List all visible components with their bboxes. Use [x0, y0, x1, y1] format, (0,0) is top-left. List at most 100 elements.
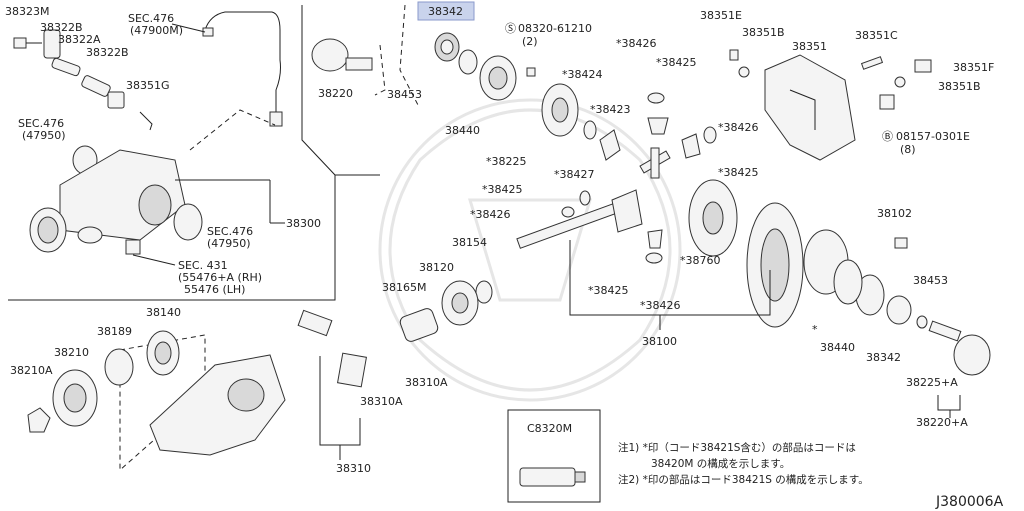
case-38424-shape [541, 83, 579, 137]
bolt-symbol: Ⓢ [505, 22, 516, 35]
label-55476A: (55476+A (RH) [178, 271, 262, 284]
label-38322A[interactable]: 38322A [58, 33, 101, 46]
bearing-38120-shape [441, 280, 479, 326]
label-38322B-a[interactable]: 38322B [40, 21, 83, 34]
label-38300[interactable]: 38300 [286, 217, 321, 230]
label-08157-qty: (8) [900, 143, 916, 156]
label-38453-top[interactable]: 38453 [387, 88, 422, 101]
washer-38426-shape-e [645, 252, 663, 264]
label-38225A[interactable]: 38225+A [906, 376, 958, 389]
label-47950-a: (47950) [22, 129, 66, 142]
label-38342-r[interactable]: 38342 [866, 351, 901, 364]
label-sec476-c[interactable]: SEC.476 [207, 225, 253, 238]
shaft-38427-shape [639, 147, 671, 179]
bearing-38140-shape [146, 330, 180, 376]
label-38425-c[interactable]: *38425 [718, 166, 759, 179]
label-38342-top[interactable]: 38342 [428, 5, 463, 18]
label-08320[interactable]: 08320-61210 [518, 22, 592, 35]
label-38140[interactable]: 38140 [146, 306, 181, 319]
label-38351E[interactable]: 38351E [700, 9, 742, 22]
harness-47900M-shape [202, 11, 283, 127]
spacer-38189-shape [104, 348, 134, 386]
spacer-38165M-shape [399, 308, 439, 342]
label-38423[interactable]: *38423 [590, 103, 631, 116]
highlight-38342[interactable] [417, 1, 475, 21]
bolt-symbol-b: Ⓑ [882, 130, 893, 143]
pinion-38425-shape [579, 190, 591, 206]
label-38425-b[interactable]: *38425 [482, 183, 523, 196]
bushing-38322A-shape [51, 57, 81, 77]
gear-38423-shape [599, 129, 621, 161]
label-55476: 55476 (LH) [184, 283, 245, 296]
label-38154[interactable]: 38154 [452, 236, 487, 249]
label-38425-d[interactable]: *38425 [588, 284, 629, 297]
diagram-code: J380006A [935, 494, 1004, 510]
label-38323M[interactable]: 38323M [5, 5, 49, 18]
label-38351B-a[interactable]: 38351B [742, 26, 785, 39]
bolt-08320-shape [526, 67, 536, 77]
label-08157[interactable]: 08157-0301E [896, 130, 970, 143]
bushing-38322B-shape [81, 75, 111, 97]
label-38760[interactable]: *38760 [680, 254, 721, 267]
washer-38154-shape [475, 280, 493, 304]
label-38426-d[interactable]: *38426 [640, 299, 681, 312]
note-2: 注2) *印の部品はコード38421S の構成を示します。 [618, 473, 869, 486]
label-38220A[interactable]: 38220+A [916, 416, 968, 429]
bolt-08157-shape [879, 94, 895, 110]
spacer-38453-shape [458, 49, 478, 75]
label-38426-c[interactable]: *38426 [718, 121, 759, 134]
label-C8320M[interactable]: C8320M [527, 422, 572, 435]
label-38322B-b[interactable]: 38322B [86, 46, 129, 59]
label-sec476-a[interactable]: SEC.476 [128, 12, 174, 25]
c8320m-box [507, 409, 601, 503]
label-38220[interactable]: 38220 [318, 87, 353, 100]
label-38210A[interactable]: 38210A [10, 364, 53, 377]
label-38310A-b[interactable]: 38310A [360, 395, 403, 408]
label-sec431[interactable]: SEC. 431 [178, 259, 228, 272]
label-38210[interactable]: 38210 [54, 346, 89, 359]
label-38440-r[interactable]: 38440 [820, 341, 855, 354]
label-38189[interactable]: 38189 [97, 325, 132, 338]
label-38310A-a[interactable]: 38310A [405, 376, 448, 389]
label-47900M: (47900M) [130, 24, 183, 37]
label-38351G[interactable]: 38351G [126, 79, 170, 92]
cover-38351-shape [764, 54, 856, 161]
label-38165M[interactable]: 38165M [382, 281, 426, 294]
label-38225[interactable]: *38225 [486, 155, 527, 168]
flange-38220-shape [311, 38, 373, 72]
label-38351[interactable]: 38351 [792, 40, 827, 53]
diff-assembly-38300-shape [29, 145, 203, 255]
washer-38225-shape [583, 120, 597, 140]
nut-38210A-shape [27, 407, 51, 433]
asterisk-mark: * [812, 323, 818, 336]
clip-38322B-shape [43, 29, 61, 59]
label-38424[interactable]: *38424 [562, 68, 603, 81]
bearing-38210-shape [52, 369, 98, 427]
bolt-38351C-shape [860, 56, 884, 70]
label-38100[interactable]: 38100 [642, 335, 677, 348]
label-38426-b[interactable]: *38426 [470, 208, 511, 221]
label-38425-a[interactable]: *38425 [656, 56, 697, 69]
note-1b: 38420M の構成を示します。 [651, 457, 790, 470]
label-08320-qty: (2) [522, 35, 538, 48]
label-38120[interactable]: 38120 [419, 261, 454, 274]
label-38426-a[interactable]: *38426 [616, 37, 657, 50]
label-38351C[interactable]: 38351C [855, 29, 898, 42]
label-sec476-b[interactable]: SEC.476 [18, 117, 64, 130]
label-47950-b: (47950) [207, 237, 251, 250]
label-38351B-b[interactable]: 38351B [938, 80, 981, 93]
bearing-38440-shape [479, 55, 517, 101]
watermark [378, 98, 682, 402]
label-38351F[interactable]: 38351F [953, 61, 994, 74]
fitting-38351G-shape [107, 91, 153, 131]
label-38453-r[interactable]: 38453 [913, 274, 948, 287]
label-38310[interactable]: 38310 [336, 462, 371, 475]
label-38102[interactable]: 38102 [877, 207, 912, 220]
washer-38426-shape-b [703, 126, 717, 144]
washer-38426-shape-d [561, 206, 575, 218]
ring-gear-38760-shape [688, 179, 804, 328]
label-38440-top[interactable]: 38440 [445, 124, 480, 137]
bolt-38351E-shape [729, 49, 750, 78]
label-38427[interactable]: *38427 [554, 168, 595, 181]
